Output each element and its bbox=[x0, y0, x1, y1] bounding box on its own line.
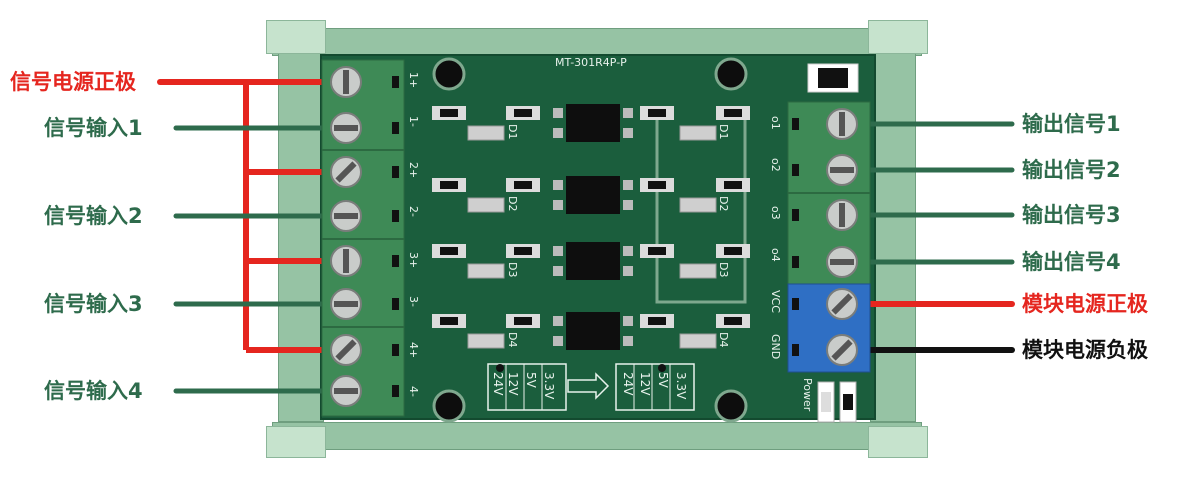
channel-components bbox=[432, 104, 750, 350]
output-signal-2-label: 输出信号2 bbox=[1022, 158, 1121, 182]
signal-input-wires bbox=[173, 125, 345, 394]
input-screw-1p bbox=[330, 66, 362, 98]
input-screw-1n bbox=[330, 112, 362, 144]
output-terminal-block bbox=[787, 101, 871, 285]
power-screw-gnd bbox=[826, 334, 858, 366]
input-screw-4p bbox=[330, 334, 362, 366]
input-screw-3p bbox=[330, 245, 362, 277]
signal-input-2-label: 信号输入2 bbox=[44, 204, 143, 228]
module-power-negative-label: 模块电源负极 bbox=[1022, 338, 1148, 362]
power-screw-vcc bbox=[826, 288, 858, 320]
input-terminal-block bbox=[321, 59, 405, 417]
pcb-board bbox=[320, 54, 876, 420]
input-diode bbox=[807, 63, 859, 93]
rail-cap-top-left bbox=[266, 20, 326, 54]
output-screw-3 bbox=[826, 199, 858, 231]
signal-input-1-label: 信号输入1 bbox=[44, 116, 143, 140]
voltage-tables bbox=[487, 363, 695, 411]
input-screw-2n bbox=[330, 200, 362, 232]
din-rail-right-side bbox=[870, 50, 916, 422]
conversion-arrow-icon bbox=[567, 372, 610, 400]
power-terminal-block bbox=[787, 283, 871, 373]
signal-input-3-label: 信号输入3 bbox=[44, 292, 143, 316]
signal-power-positive-label: 信号电源正极 bbox=[10, 70, 136, 94]
din-rail-left-side bbox=[278, 50, 324, 422]
rail-cap-bottom-left bbox=[266, 426, 326, 458]
output-screw-4 bbox=[826, 246, 858, 278]
board-model-label: MT-301R4P-P bbox=[555, 56, 627, 69]
din-rail-bottom bbox=[272, 422, 922, 450]
power-led bbox=[817, 381, 857, 423]
output-signal-1-label: 输出信号1 bbox=[1022, 112, 1121, 136]
signal-input-4-label: 信号输入4 bbox=[44, 379, 143, 403]
input-screw-4n bbox=[330, 375, 362, 407]
rail-cap-bottom-right bbox=[868, 426, 928, 458]
input-screw-2p bbox=[330, 156, 362, 188]
output-wires bbox=[847, 121, 1015, 353]
output-signal-4-label: 输出信号4 bbox=[1022, 250, 1121, 274]
module-power-positive-label: 模块电源正极 bbox=[1022, 292, 1148, 316]
output-signal-3-label: 输出信号3 bbox=[1022, 203, 1121, 227]
rail-cap-top-right bbox=[868, 20, 928, 54]
common-trace bbox=[655, 112, 747, 304]
output-screw-2 bbox=[826, 154, 858, 186]
output-screw-1 bbox=[826, 108, 858, 140]
mounting-holes bbox=[432, 57, 748, 423]
input-screw-3n bbox=[330, 288, 362, 320]
